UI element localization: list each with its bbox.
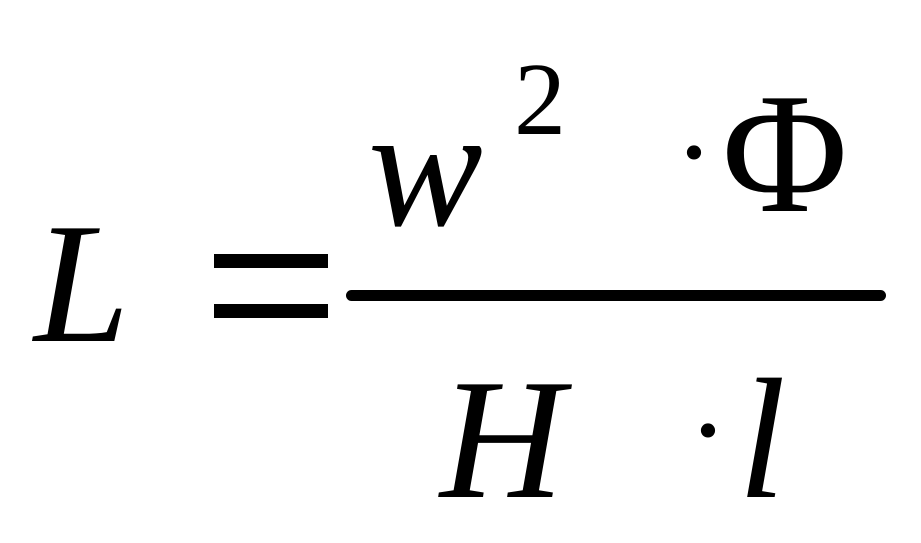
numerator-phi: Φ (722, 59, 848, 249)
fraction-bar (346, 290, 886, 301)
lhs-variable: L (34, 189, 130, 379)
numerator-exponent: 2 (514, 42, 566, 157)
numerator-base: w (368, 73, 483, 263)
denominator-multiply-dot: · (688, 363, 728, 496)
equals-sign-top-bar (214, 254, 328, 268)
denominator-second: l (738, 345, 786, 535)
numerator-multiply-dot: · (674, 85, 714, 218)
equals-sign-bottom-bar (214, 304, 328, 318)
denominator-first: H (440, 345, 565, 535)
